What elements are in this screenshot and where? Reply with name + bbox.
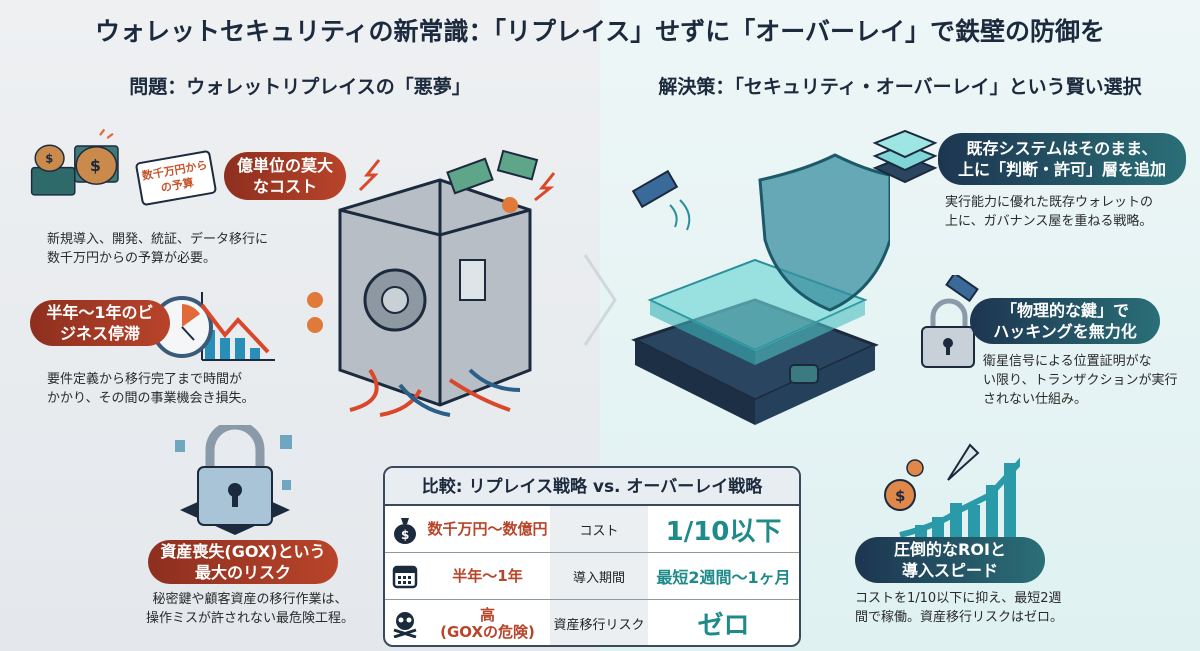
badge-line: 圧倒的なROIと [894,540,1006,559]
badge-line: 資産喪失(GOX)という [160,542,326,561]
svg-text:$: $ [401,528,409,542]
page-title: ウォレットセキュリティの新常識：「リプレイス」せずに「オーバーレイ」で鉄壁の防御… [94,17,1105,46]
price-tag-text: 数千万円からの予算 [141,158,209,195]
comparison-table-title: 比較: リプレイス戦略 vs. オーバーレイ戦略 [385,468,799,506]
replace-value-line: 高 [479,605,495,624]
desc-line: されない仕組み。 [983,392,1088,407]
desc-line: かかり、その間の事業機会き損失。 [47,391,255,406]
replace-cell: 半年〜1年 [385,553,550,599]
cost-description: 新規導入、開発、統証、データ移行に数千万円からの予算が必要。 [47,230,307,268]
overlay-wallet-illustration [631,153,890,425]
roi-growth-chart-icon: $ [884,443,1020,538]
problem-heading: 問題：ウォレットリプレイスの「悪夢」 [129,76,471,98]
overlay-layer-badge: 既存システムはそのまま、上に「判断・許可」層を追加 [938,133,1186,185]
badge-line: 導入スピード [901,561,998,580]
stacked-layers-icon [872,129,938,184]
metric-label: 資産移行リスク [550,600,648,645]
broken-padlock-icon [175,425,292,535]
replace-value: 高(GOXの危険) [425,605,550,641]
badge-line: 最大のリスク [194,563,291,582]
desc-line: コストを1/10以下に抑え、最短2週 [855,591,1062,606]
downtime-description: 要件定義から移行完了まで時間がかかり、その間の事業機会き損失。 [47,370,307,408]
desc-line: 実行能力に優れた既存ウォレットの [945,195,1154,210]
table-row-cost: $ 数千万円〜数億円 コスト 1/10以下 [385,506,799,553]
roi-speed-description: コストを1/10以下に抑え、最短2週間で稼働。資産移行リスクはゼロ。 [855,589,1065,627]
badge-line: 既存システムはそのまま、 [966,139,1158,158]
desc-line: 要件定義から移行完了まで時間が [47,372,243,387]
metric-label: 導入期間 [550,553,648,599]
table-row-period: 半年〜1年 導入期間 最短2週間〜1ヶ月 [385,553,799,600]
desc-line: 秘密鍵や顧客資産の移行作業は、 [152,592,348,607]
desc-line: 間で稼働。資産移行リスクはゼロ。 [855,610,1064,625]
calendar-icon [385,563,425,589]
chevron-divider-icon [583,254,617,346]
gox-risk-badge: 資産喪失(GOX)という最大のリスク [148,540,338,584]
downtime-badge: 半年〜1年のビジネス停滞 [30,300,170,346]
svg-text:$: $ [45,152,53,166]
replace-value-line: (GOXの危険) [440,622,535,641]
overlay-value: 1/10以下 [665,516,782,547]
roi-speed-badge: 圧倒的なROIと導入スピード [855,537,1045,583]
desc-line: い限り、トランザクションが実行 [983,373,1178,388]
overlay-layer-description: 実行能力に優れた既存ウォレットの上に、ガバナンス屋を重ねる戦略。 [945,193,1185,231]
cost-badge: 億単位の莫大なコスト [224,152,346,200]
svg-text:$: $ [895,487,905,505]
desc-line: 衛星信号による位置証明がな [983,354,1152,369]
solution-heading: 解決策：「セキュリティ・オーバーレイ」という賢い選択 [658,76,1142,98]
table-row-risk: 高(GOXの危険) 資産移行リスク ゼロ [385,600,799,645]
money-bags-icon: $ $ [30,128,119,196]
overlay-value: 最短2週間〜1ヶ月 [656,568,791,587]
gox-risk-description: 秘密鍵や顧客資産の移行作業は、操作ミスが許されない最危険工程。 [145,590,355,628]
comparison-table: 比較: リプレイス戦略 vs. オーバーレイ戦略 $ 数千万円〜数億円 コスト 1… [383,466,801,647]
desc-line: 操作ミスが許されない最危険工程。 [145,611,354,626]
replace-cell: 高(GOXの危険) [385,600,550,645]
badge-line: 「物理的な鍵」で [1000,301,1129,320]
svg-text:$: $ [90,156,101,175]
metric-label: コスト [550,506,648,552]
replace-value: 数千万円〜数億円 [427,519,548,538]
badge-line: 上に「判断・許可」層を追加 [957,160,1166,179]
overlay-value: ゼロ [697,611,750,641]
skull-crossbones-icon [385,610,425,638]
badge-line: ハッキングを無力化 [993,322,1137,341]
physical-key-badge: 「物理的な鍵」でハッキングを無力化 [970,298,1160,344]
broken-vault-illustration [307,149,556,417]
physical-key-description: 衛星信号による位置証明がない限り、トランザクションが実行されない仕組み。 [983,352,1183,409]
replace-value: 半年〜1年 [452,566,523,585]
desc-line: 上に、ガバナンス屋を重ねる戦略。 [945,214,1153,229]
satellite-padlock-icon [921,275,979,368]
money-bag-icon: $ [385,514,425,544]
desc-line: 数千万円からの予算が必要。 [47,251,217,266]
desc-line: 新規導入、開発、統証、データ移行に [47,232,269,247]
replace-cell: $ 数千万円〜数億円 [385,506,550,552]
